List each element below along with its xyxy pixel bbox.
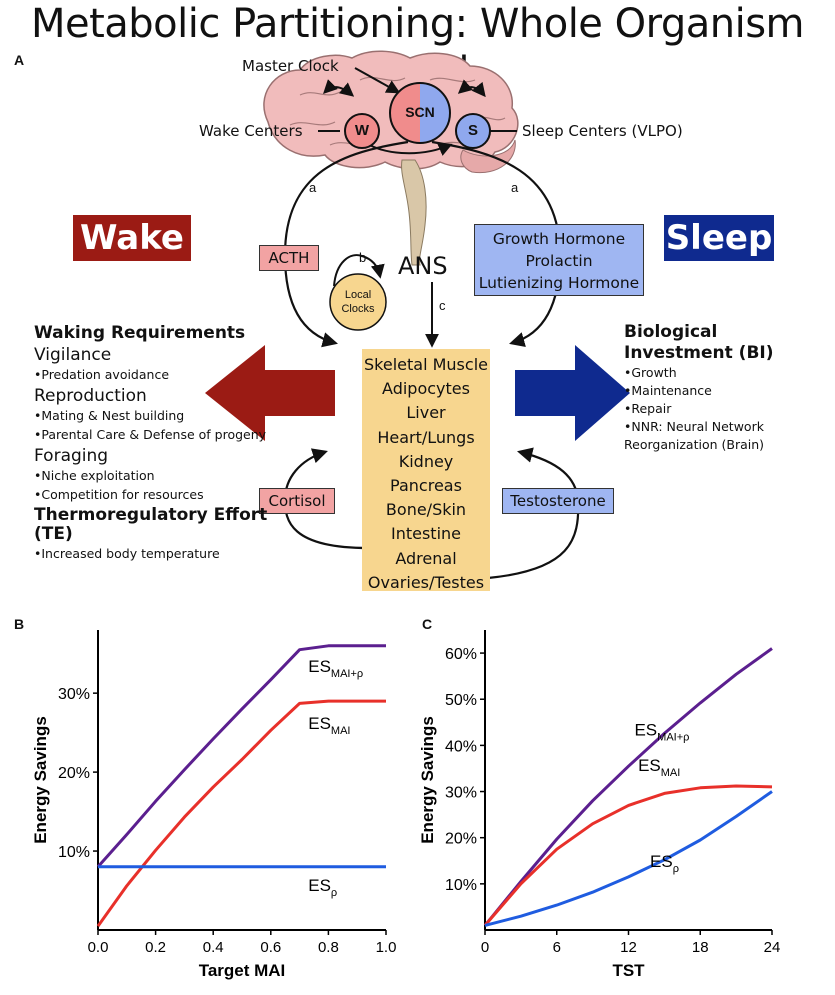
panel-a-label: A [14, 52, 25, 68]
series-label: ESρ [308, 876, 337, 899]
thermo-heading-abbr: (TE) [34, 524, 73, 544]
wake-big-arrow [205, 345, 335, 441]
series-label: ESMAI+ρ [308, 657, 363, 680]
bi-heading-2: Investment (BI) [624, 343, 774, 363]
x-tick-label: 0.8 [318, 939, 339, 956]
x-tick-label: 0 [481, 939, 489, 956]
list-item: •Predation avoidance [34, 367, 170, 382]
pathway-diagram [205, 50, 630, 580]
organ-item: Adrenal [395, 548, 457, 568]
series-line-3 [484, 790, 773, 927]
scn-node [389, 82, 451, 144]
list-item: •Mating & Nest building [34, 408, 185, 423]
wake-state-box: Wake [73, 215, 191, 261]
scn-label: SCN [405, 104, 435, 120]
y-tick-label: 30% [58, 686, 90, 703]
organ-item: Heart/Lungs [377, 427, 475, 447]
thermo-heading: Thermoregulatory Effort [34, 505, 268, 525]
organ-item: Skeletal Muscle [364, 355, 488, 374]
x-tick-label: 18 [692, 939, 709, 956]
list-item: •Increased body temperature [34, 546, 220, 561]
sleep-hormones-box: Growth Hormone Prolactin Lutienizing Hor… [474, 224, 644, 296]
x-tick-label: 24 [764, 939, 781, 956]
vigilance-label: Vigilance [34, 345, 112, 365]
organs-box: Skeletal Muscle Adipocytes Liver Heart/L… [362, 349, 490, 592]
list-item: •NNR: Neural Network [624, 419, 764, 434]
y-tick-label: 40% [445, 738, 477, 755]
organ-item: Pancreas [390, 476, 462, 496]
biological-investment: Biological Investment (BI) •Growth •Main… [624, 322, 829, 454]
series-label: ESMAI [308, 714, 350, 737]
y-axis-label: Energy Savings [418, 716, 437, 844]
foraging-label: Foraging [34, 446, 109, 466]
list-item: •Competition for resources [34, 487, 204, 502]
y-tick-label: 20% [445, 831, 477, 848]
pathway-a-left-label: a [309, 180, 317, 195]
waking-requirements: Waking Requirements Vigilance •Predation… [34, 324, 304, 563]
y-tick-label: 10% [58, 844, 90, 861]
sleep-centers-label: Sleep Centers (VLPO) [522, 122, 683, 140]
wake-centers-label: Wake Centers [199, 122, 303, 140]
x-tick-label: 0.2 [145, 939, 166, 956]
series-line-2 [96, 699, 386, 927]
organ-item: Adipocytes [382, 379, 470, 399]
testosterone-box: Testosterone [502, 488, 614, 514]
panel-b-label: B [14, 616, 25, 632]
x-tick-label: 0.4 [203, 939, 224, 956]
local-clocks-node [329, 273, 387, 331]
y-axis-label: Energy Savings [31, 716, 50, 844]
y-tick-label: 10% [445, 877, 477, 894]
list-item: •Repair [624, 401, 672, 416]
bi-heading: Biological [624, 322, 718, 342]
y-tick-label: 60% [445, 646, 477, 663]
sleep-big-arrow [515, 345, 630, 441]
sleep-center-node [455, 113, 491, 149]
y-tick-label: 20% [58, 765, 90, 782]
series-label: ESρ [650, 852, 679, 875]
waking-heading: Waking Requirements [34, 323, 246, 343]
list-item: •Maintenance [624, 383, 712, 398]
list-item: Reorganization (Brain) [624, 437, 765, 452]
wake-center-node [344, 113, 380, 149]
series-label: ESMAI [638, 756, 680, 779]
chart-c: 0 6 12 18 24 10% 20% 30% 40% 50% 60% TST Energy Savi… [418, 630, 781, 980]
organ-item: Liver [406, 403, 446, 423]
organ-item: Ovaries/Testes [367, 572, 485, 592]
list-item: •Parental Care & Defense of progeny [34, 427, 267, 442]
x-tick-label: 1.0 [376, 939, 397, 956]
sleep-node-label: S [467, 122, 478, 139]
pathway-b-label: b [359, 250, 367, 265]
chart-b: 0.0 0.2 0.4 0.6 0.8 1.0 10% 20% 30% Target MAI Ene… [31, 630, 397, 980]
y-tick-label: 50% [445, 692, 477, 709]
series-line-2 [483, 784, 773, 927]
ans-label: ANS [398, 252, 448, 280]
organ-item: Bone/Skin [385, 500, 467, 520]
list-item: •Niche exploitation [34, 468, 155, 483]
sleep-state-box: Sleep [664, 215, 774, 261]
series-label: ESMAI+ρ [634, 721, 689, 744]
x-axis-label: Target MAI [199, 961, 286, 980]
x-tick-label: 0.6 [260, 939, 281, 956]
series-line-1 [96, 644, 386, 868]
local-clocks-label: Local Clocks [341, 289, 375, 315]
x-tick-label: 12 [620, 939, 637, 956]
organ-item: Intestine [390, 524, 461, 544]
series-line-1 [483, 647, 773, 927]
pathway-a-right-label: a [511, 180, 519, 195]
panel-c-label: C [422, 616, 433, 632]
cortisol-box: Cortisol [259, 488, 335, 514]
acth-box: ACTH [259, 245, 319, 271]
master-clock-label: Master Clock [242, 57, 339, 75]
x-tick-label: 6 [553, 939, 561, 956]
reproduction-label: Reproduction [34, 386, 147, 406]
y-tick-label: 30% [445, 785, 477, 802]
x-tick-label: 0.0 [88, 939, 109, 956]
x-axis-label: TST [612, 961, 645, 980]
pathway-c-label: c [439, 298, 446, 313]
organ-item: Kidney [398, 451, 454, 471]
list-item: •Growth [624, 365, 677, 380]
wake-node-label: W [354, 122, 370, 139]
